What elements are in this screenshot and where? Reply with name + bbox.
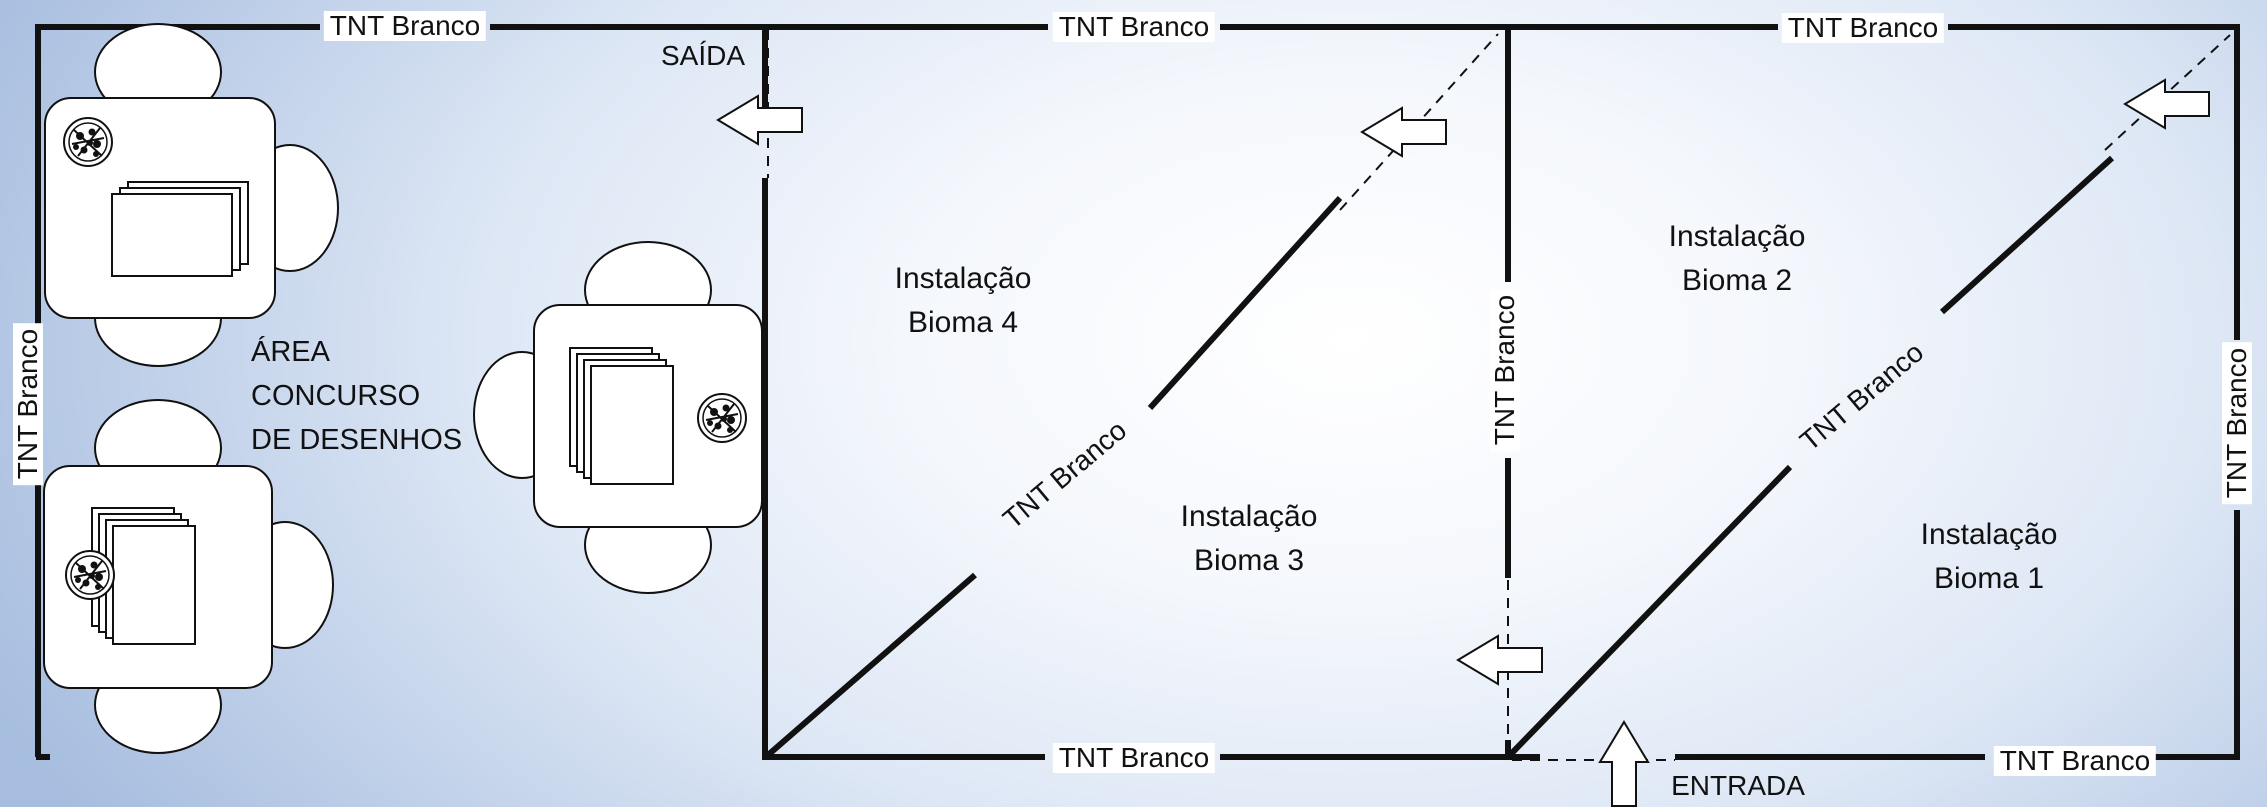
- drawing-table-1: [44, 23, 339, 367]
- installation-bioma-1: Instalação Bioma 1: [1921, 513, 2058, 601]
- drawing-area-line-1: ÁREA: [251, 336, 330, 368]
- wall-label-bottom-middle: TNT Branco: [1052, 743, 1216, 773]
- installation-name: Bioma 1: [1933, 562, 2045, 595]
- wall-label-center-vertical: TNT Branco: [1489, 288, 1520, 452]
- installation-name: Bioma 4: [907, 306, 1019, 339]
- drawing-table-3: [473, 241, 763, 594]
- installation-title: Instalação: [1668, 220, 1806, 253]
- drawing-contest-area-label: ÁREA CONCURSO DE DESENHOS: [251, 330, 462, 462]
- entrance-label: ENTRADA: [1671, 770, 1805, 801]
- wall-label-bottom-right: TNT Branco: [1993, 746, 2157, 776]
- wall-label-right: TNT Branco: [2221, 341, 2252, 505]
- installation-title: Instalação: [894, 262, 1032, 295]
- installation-bioma-2: Instalação Bioma 2: [1669, 215, 1806, 303]
- drawing-area-line-3: DE DESENHOS: [251, 424, 463, 456]
- wall-label-top-middle: TNT Branco: [1052, 12, 1216, 42]
- drawing-table-2: [43, 399, 334, 754]
- installation-title: Instalação: [1920, 518, 2058, 551]
- installation-name: Bioma 3: [1193, 544, 1305, 577]
- wall-label-top-left: TNT Branco: [323, 11, 487, 41]
- outer-wall: [35, 24, 2240, 760]
- diagonal-partition: [766, 155, 2115, 758]
- installation-bioma-3: Instalação Bioma 3: [1181, 495, 1318, 583]
- arrow-icon: [717, 79, 2210, 807]
- wall-label-top-right: TNT Branco: [1781, 13, 1945, 43]
- installation-name: Bioma 2: [1681, 264, 1793, 297]
- installation-title: Instalação: [1180, 500, 1318, 533]
- wall-label-left: TNT Branco: [12, 322, 43, 486]
- drawing-area-line-2: CONCURSO: [251, 380, 421, 412]
- exit-label: SAÍDA: [660, 40, 746, 71]
- installation-bioma-4: Instalação Bioma 4: [895, 257, 1032, 345]
